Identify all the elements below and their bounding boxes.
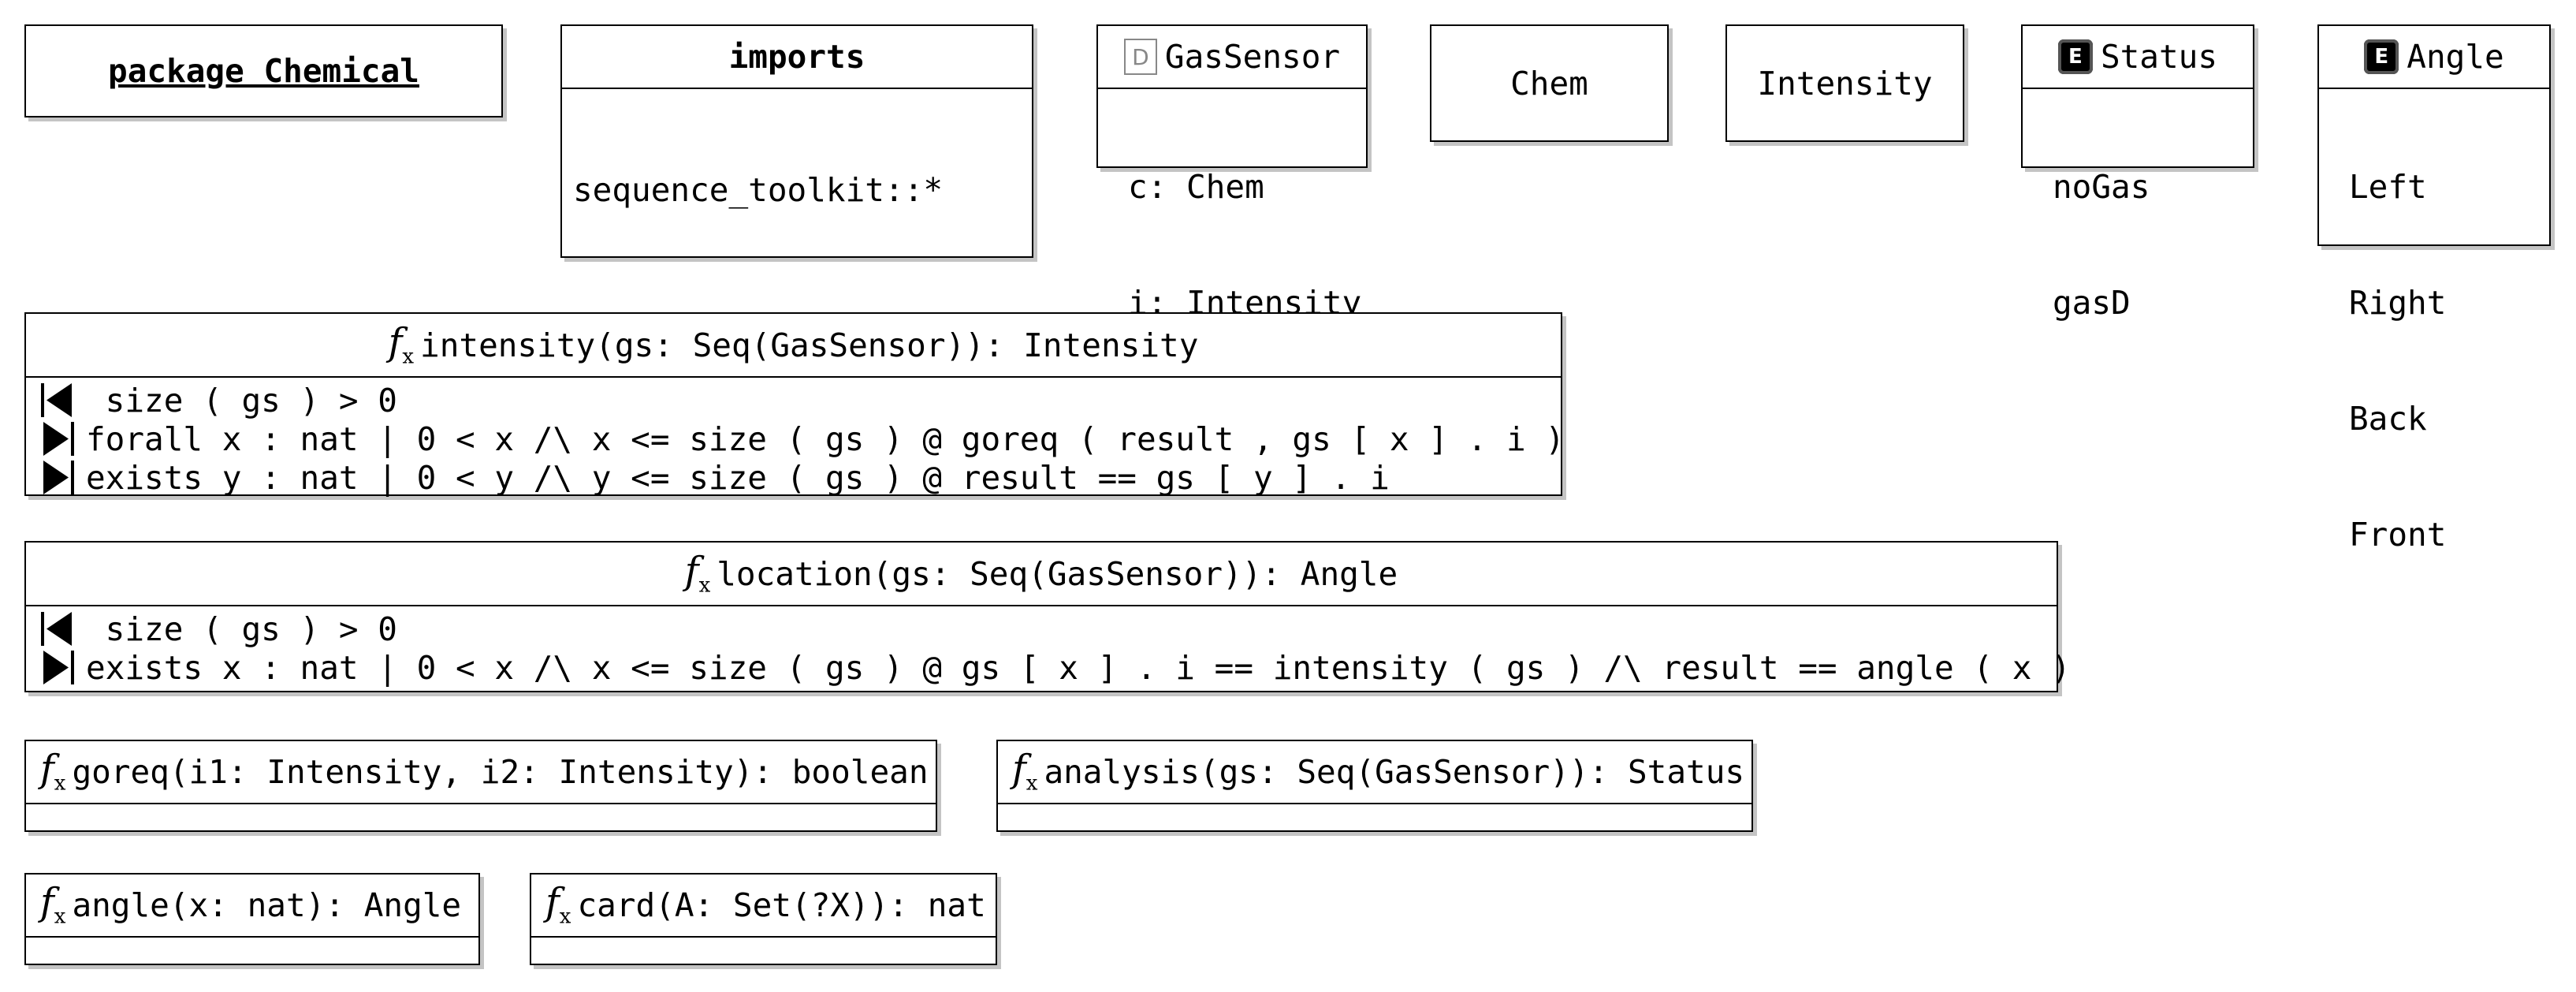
precondition-text: size ( gs ) > 0 xyxy=(86,610,397,648)
import-line: sequence_toolkit::* xyxy=(573,171,943,209)
enum-value: Right xyxy=(2349,284,2447,322)
enum-icon: E xyxy=(2057,39,2093,74)
function-signature: intensity(gs: Seq(GasSensor)): Intensity xyxy=(420,326,1199,364)
function-icon: fx xyxy=(388,319,415,369)
status-title: Status xyxy=(2100,38,2218,76)
function-icon: fx xyxy=(40,747,66,796)
angle-enum-box[interactable]: E Angle Left Right Back Front xyxy=(2317,24,2551,554)
postcondition-triangle-icon xyxy=(43,651,74,684)
gassensor-record-box[interactable]: D GasSensor c: Chem i: Intensity xyxy=(1096,24,1368,322)
angle-function-box[interactable]: fx angle(x: nat): Angle xyxy=(24,873,480,965)
postcondition-text: exists y : nat | 0 < y /\ y <= size ( gs… xyxy=(86,458,1390,497)
imports-title: imports xyxy=(562,26,1032,89)
function-signature: analysis(gs: Seq(GasSensor)): Status xyxy=(1044,753,1745,791)
angle-title: Angle xyxy=(2407,38,2504,76)
postcondition-triangle-icon xyxy=(43,422,74,456)
record-field: c: Chem xyxy=(1128,168,1264,206)
postcondition-triangle-icon xyxy=(43,461,74,494)
precondition-triangle-icon xyxy=(41,383,72,417)
precondition-row: size ( gs ) > 0 xyxy=(40,381,1561,420)
chem-type-box[interactable]: Chem xyxy=(1430,24,1669,142)
postcondition-text: forall x : nat | 0 < x /\ x <= size ( gs… xyxy=(86,420,1565,458)
function-icon: fx xyxy=(545,880,571,929)
precondition-row: size ( gs ) > 0 xyxy=(40,610,2057,648)
analysis-function-box[interactable]: fx analysis(gs: Seq(GasSensor)): Status xyxy=(996,740,1753,832)
precondition-triangle-icon xyxy=(41,612,72,646)
function-signature: goreq(i1: Intensity, i2: Intensity): boo… xyxy=(72,753,929,791)
imports-box[interactable]: imports sequence_toolkit::* xyxy=(560,24,1033,258)
function-signature: card(A: Set(?X)): nat xyxy=(577,886,986,924)
chem-title: Chem xyxy=(1510,64,1588,103)
enum-value: Left xyxy=(2349,168,2427,206)
gassensor-title: GasSensor xyxy=(1164,38,1341,76)
intensity-type-box[interactable]: Intensity xyxy=(1725,24,1964,142)
postcondition-row: exists y : nat | 0 < y /\ y <= size ( gs… xyxy=(40,458,1561,497)
postcondition-text: exists x : nat | 0 < x /\ x <= size ( gs… xyxy=(86,648,2071,687)
status-enum-box[interactable]: E Status noGas gasD xyxy=(2021,24,2254,322)
goreq-function-box[interactable]: fx goreq(i1: Intensity, i2: Intensity): … xyxy=(24,740,937,832)
card-function-box[interactable]: fx card(A: Set(?X)): nat xyxy=(530,873,997,965)
function-icon: fx xyxy=(684,548,711,598)
intensity-title: Intensity xyxy=(1757,64,1933,103)
record-icon: D xyxy=(1123,39,1157,75)
enum-value: gasD xyxy=(2053,284,2131,322)
intensity-function-box[interactable]: fx intensity(gs: Seq(GasSensor)): Intens… xyxy=(24,312,1565,497)
enum-icon: E xyxy=(2364,39,2399,74)
precondition-text: size ( gs ) > 0 xyxy=(86,381,397,420)
location-function-box[interactable]: fx location(gs: Seq(GasSensor)): Angle s… xyxy=(24,541,2071,692)
package-label: package Chemical xyxy=(108,52,419,90)
package-box[interactable]: package Chemical xyxy=(24,24,503,117)
enum-value: noGas xyxy=(2053,168,2150,206)
enum-value: Back xyxy=(2349,400,2427,438)
postcondition-row: exists x : nat | 0 < x /\ x <= size ( gs… xyxy=(40,648,2071,687)
function-signature: location(gs: Seq(GasSensor)): Angle xyxy=(717,554,1398,593)
function-icon: fx xyxy=(1012,747,1038,796)
postcondition-row: forall x : nat | 0 < x /\ x <= size ( gs… xyxy=(40,420,1565,458)
enum-value: Front xyxy=(2349,516,2447,554)
function-icon: fx xyxy=(40,880,66,929)
function-signature: angle(x: nat): Angle xyxy=(72,886,462,924)
